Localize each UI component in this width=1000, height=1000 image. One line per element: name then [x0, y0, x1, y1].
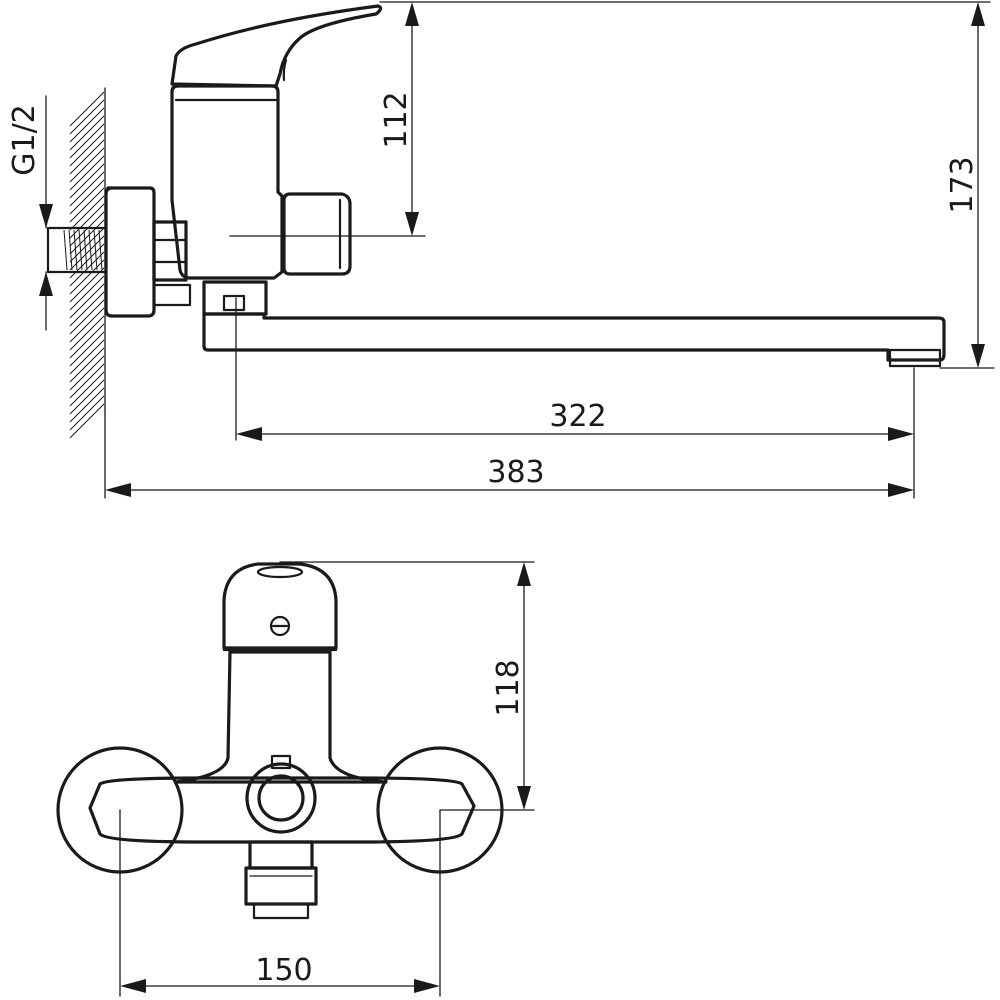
hatch-line — [69, 107, 105, 143]
swivel-spout — [202, 312, 946, 362]
lever-handle — [170, 4, 383, 88]
dim-112-label: 112 — [379, 91, 414, 148]
diverter-knob — [282, 192, 352, 276]
hatch-line — [69, 131, 105, 167]
diverter-outer — [245, 762, 317, 834]
thread-line — [68, 229, 73, 271]
thread-line — [98, 229, 103, 271]
hatch-line — [69, 291, 105, 327]
hatch-line — [69, 203, 105, 239]
hatch-line — [69, 299, 105, 335]
dim-322: 322 — [236, 399, 914, 441]
thread-line — [93, 229, 98, 271]
hatch-line — [69, 179, 105, 215]
handle-screw-icon — [269, 615, 291, 637]
thread-size-label: G1/2 — [7, 104, 42, 176]
hatch-line — [69, 371, 105, 407]
hatch-line — [69, 339, 105, 375]
hatch-line — [69, 235, 105, 271]
hatch-line — [69, 395, 105, 431]
hatch-line — [69, 147, 105, 183]
threaded-connector — [46, 226, 108, 274]
hex-nut — [152, 220, 192, 307]
hatch-line — [69, 99, 105, 135]
dim-112: 112 — [379, 2, 419, 236]
wall-flange — [104, 186, 156, 318]
hatch-line — [69, 403, 105, 439]
hatch-line — [69, 259, 105, 295]
thread-line — [73, 229, 78, 271]
dim-thread: G1/2 — [7, 95, 53, 331]
hatch-line — [69, 355, 105, 391]
dim-118: 118 — [491, 562, 531, 810]
thread-line — [63, 229, 68, 271]
hatch-line — [69, 123, 105, 159]
hatch-line — [69, 283, 105, 319]
hatch-line — [69, 315, 105, 351]
hatch-line — [69, 347, 105, 383]
hatch-line — [69, 171, 105, 207]
front-view: 118 150 — [56, 561, 535, 997]
aerator — [888, 348, 942, 368]
hatch-line — [69, 187, 105, 223]
mixer-cylinder — [174, 650, 388, 784]
hatch-line — [69, 323, 105, 359]
dim-383-label: 383 — [487, 455, 544, 490]
hatch-line — [69, 387, 105, 423]
hatch-line — [69, 163, 105, 199]
hatch-line — [69, 139, 105, 175]
thread-line — [83, 229, 88, 271]
dim-118-label: 118 — [491, 659, 526, 716]
dim-322-label: 322 — [549, 399, 606, 434]
dim-150: 150 — [120, 953, 440, 993]
dim-173: 173 — [945, 2, 985, 368]
mixer-body — [170, 84, 284, 280]
hatch-line — [69, 91, 105, 127]
dim-173-label: 173 — [945, 156, 980, 213]
hatch-line — [69, 331, 105, 367]
hatch-line — [69, 307, 105, 343]
hatch-line — [69, 275, 105, 311]
hatch-line — [69, 363, 105, 399]
hatch-line — [69, 155, 105, 191]
handle-cap — [222, 562, 338, 650]
diverter-inner — [257, 774, 305, 822]
wall-hatching — [69, 87, 106, 439]
hatch-line — [69, 267, 105, 303]
dim-383: 383 — [105, 455, 914, 497]
dim-150-label: 150 — [255, 953, 312, 988]
bottom-outlet — [244, 840, 318, 920]
hatch-line — [69, 115, 105, 151]
mixer-body-bar — [88, 776, 476, 844]
thread-line — [88, 229, 93, 271]
hatch-line — [69, 379, 105, 415]
thread-line — [78, 229, 83, 271]
side-view: 112 173 G1/2 322 383 — [7, 1, 995, 499]
hatch-line — [69, 195, 105, 231]
